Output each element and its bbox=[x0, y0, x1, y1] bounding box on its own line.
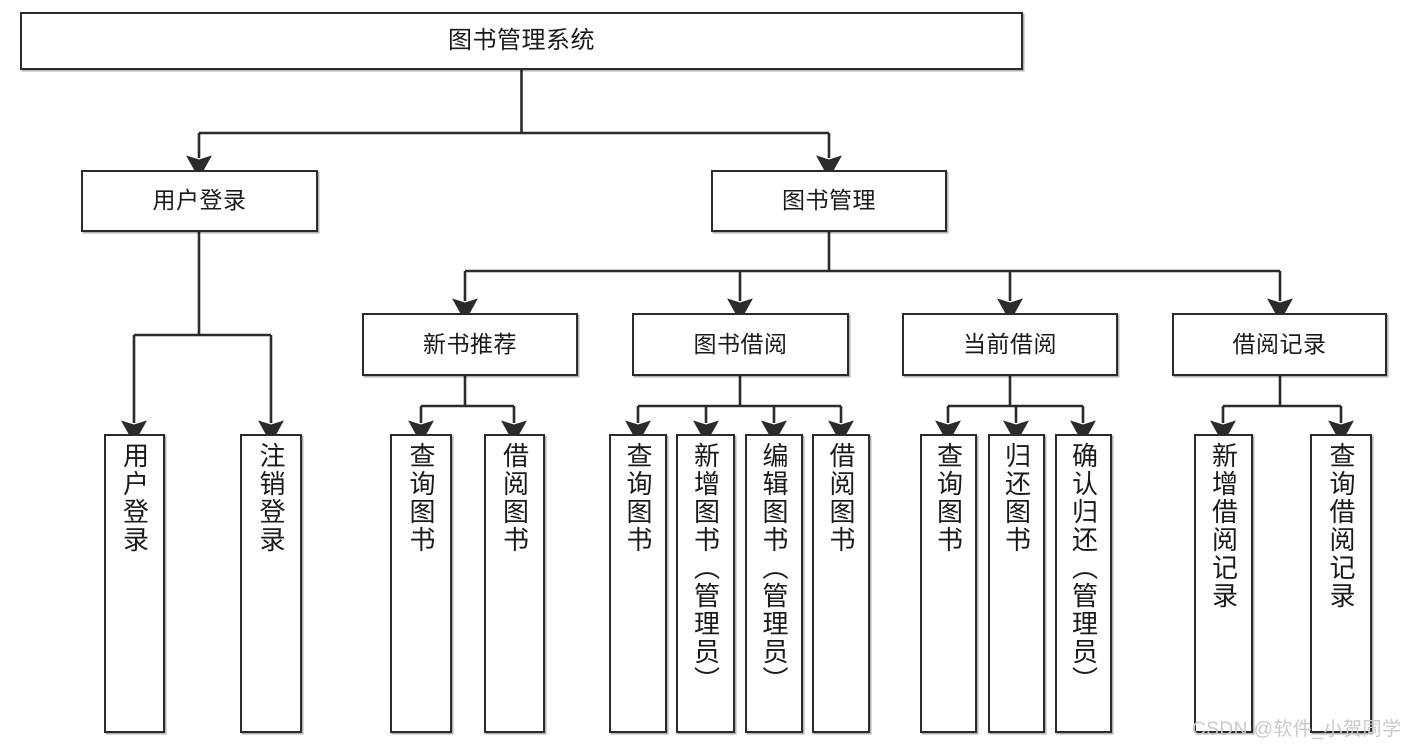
node-label: 编辑图书（管理员） bbox=[759, 442, 789, 694]
node-new-book-recommend[interactable]: 新书推荐 bbox=[362, 313, 578, 376]
node-label: 图书借阅 bbox=[693, 330, 788, 357]
leaf-query-borrow-record[interactable]: 查询借阅记录 bbox=[1310, 434, 1372, 733]
leaf-query-book-borrow[interactable]: 查询图书 bbox=[609, 434, 667, 733]
node-book-borrow[interactable]: 图书借阅 bbox=[632, 313, 849, 376]
node-label: 归还图书 bbox=[1001, 442, 1032, 554]
node-label: 图书管理 bbox=[782, 187, 876, 214]
node-borrow-record[interactable]: 借阅记录 bbox=[1172, 313, 1387, 376]
node-label: 查询图书 bbox=[623, 442, 653, 554]
node-label: 查询借阅记录 bbox=[1326, 442, 1356, 610]
csdn-watermark: CSDN @软件_小贺同学 bbox=[1192, 719, 1402, 740]
node-book-management[interactable]: 图书管理 bbox=[711, 170, 947, 232]
node-label: 新增借阅记录 bbox=[1208, 442, 1239, 610]
node-label: 图书管理系统 bbox=[448, 26, 595, 54]
node-label: 查询图书 bbox=[933, 442, 964, 554]
node-label: 新书推荐 bbox=[423, 330, 517, 357]
node-user-login[interactable]: 用户登录 bbox=[81, 170, 318, 232]
node-label: 查询图书 bbox=[406, 442, 436, 554]
node-label: 确认归还（管理员） bbox=[1068, 442, 1099, 694]
node-label: 借阅图书 bbox=[499, 442, 530, 554]
node-label: 用户登录 bbox=[152, 187, 247, 214]
node-label: 借阅记录 bbox=[1232, 330, 1327, 357]
leaf-user-login[interactable]: 用户登录 bbox=[104, 434, 165, 733]
leaf-confirm-return-admin[interactable]: 确认归还（管理员） bbox=[1055, 434, 1112, 733]
leaf-logout-login[interactable]: 注销登录 bbox=[240, 434, 302, 733]
leaf-borrow-book[interactable]: 借阅图书 bbox=[812, 434, 870, 733]
leaf-query-book-recommend[interactable]: 查询图书 bbox=[390, 434, 452, 733]
node-label: 用户登录 bbox=[119, 442, 150, 554]
node-label: 当前借阅 bbox=[963, 330, 1057, 357]
node-label: 注销登录 bbox=[256, 442, 286, 554]
node-label: 新增图书（管理员） bbox=[690, 442, 721, 694]
leaf-return-book[interactable]: 归还图书 bbox=[988, 434, 1045, 733]
leaf-add-book-admin[interactable]: 新增图书（管理员） bbox=[676, 434, 735, 733]
leaf-add-borrow-record[interactable]: 新增借阅记录 bbox=[1194, 434, 1253, 733]
node-current-borrow[interactable]: 当前借阅 bbox=[902, 313, 1118, 376]
node-label: 借阅图书 bbox=[826, 442, 856, 554]
leaf-edit-book-admin[interactable]: 编辑图书（管理员） bbox=[745, 434, 803, 733]
leaf-query-book-current[interactable]: 查询图书 bbox=[920, 434, 977, 733]
node-root-system[interactable]: 图书管理系统 bbox=[20, 12, 1023, 70]
leaf-borrow-book-recommend[interactable]: 借阅图书 bbox=[484, 434, 545, 733]
